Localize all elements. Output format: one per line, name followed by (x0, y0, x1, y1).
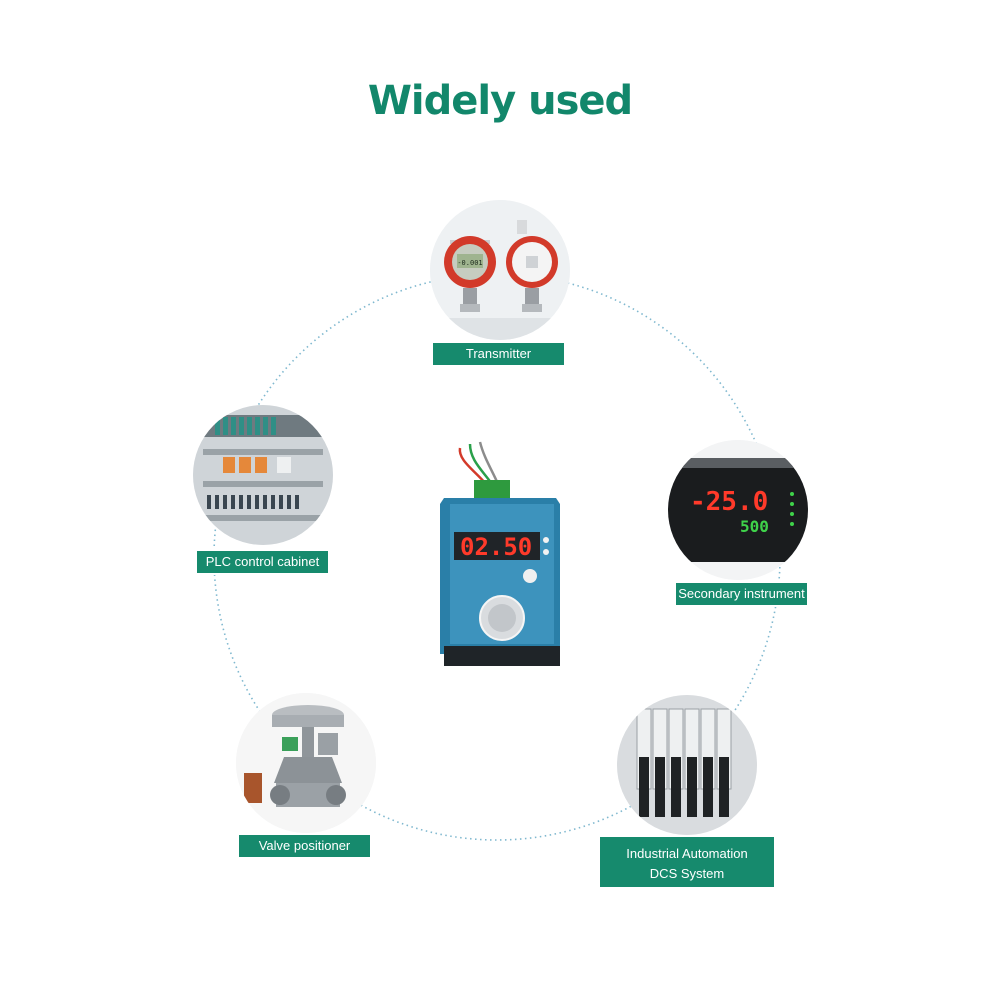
signal-generator-icon: 02.50 (440, 441, 560, 666)
valve-label: Valve positioner (237, 833, 372, 859)
digital-panel-meter-icon: -25.0 500 (668, 440, 808, 580)
valve-positioner-image (236, 693, 376, 833)
pressure-transmitter-icon: -0.001 (430, 200, 570, 340)
dcs-label-line1: Industrial Automation (626, 846, 748, 861)
plc-label: PLC control cabinet (195, 549, 330, 575)
center-display: 02.50 (460, 533, 532, 561)
dcs-label-line2: DCS System (649, 866, 725, 881)
secondary-label: Secondary instrument (674, 581, 809, 607)
center-device-image: 02.50 (430, 440, 570, 670)
secondary-display-top: -25.0 (690, 487, 768, 517)
secondary-instrument-image: -25.0 500 (668, 440, 808, 580)
dcs-image (617, 695, 757, 835)
transmitter-image: -0.001 (430, 200, 570, 340)
dcs-label: Industrial Automation DCS System (598, 835, 776, 889)
page-title: Widely used (367, 78, 633, 124)
transmitter-display: -0.001 (457, 259, 482, 267)
dcs-rack-icon (617, 695, 757, 835)
control-valve-icon (236, 693, 376, 833)
secondary-display-bottom: 500 (740, 517, 769, 536)
transmitter-label: Transmitter (431, 341, 566, 367)
plc-cabinet-image (193, 405, 333, 545)
plc-cabinet-icon (193, 405, 333, 545)
